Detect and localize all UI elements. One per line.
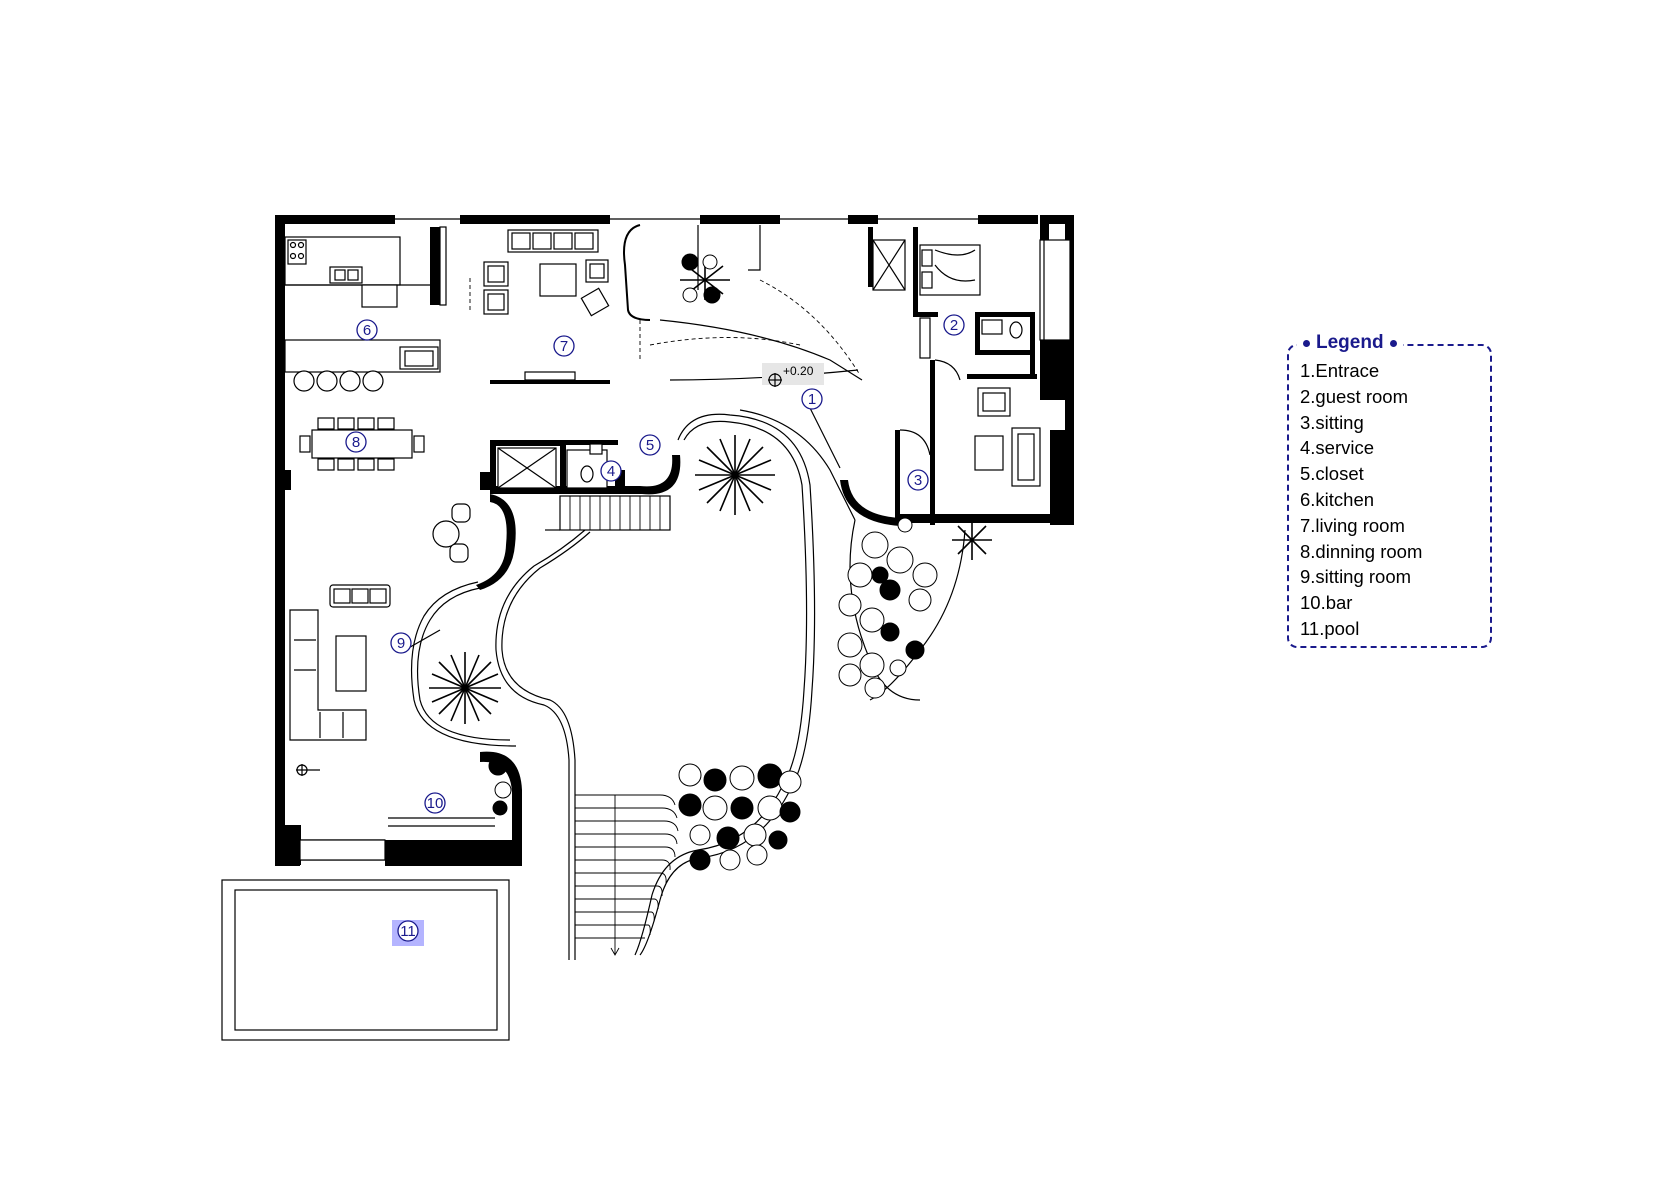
service-wc bbox=[566, 443, 608, 489]
palm-tree-icon bbox=[952, 520, 992, 560]
room-tags: 1 2 3 4 5 6 7 8 9 10 11 bbox=[345, 314, 965, 942]
room-tag-label: 8 bbox=[352, 434, 360, 451]
room-tag: 5 bbox=[639, 434, 661, 456]
room-tag: 1 bbox=[801, 388, 823, 410]
legend-title: Legend bbox=[1316, 332, 1384, 353]
room-tag: 11 bbox=[397, 920, 419, 942]
room-tag-label: 5 bbox=[646, 437, 654, 454]
room-tag: 2 bbox=[943, 314, 965, 336]
level-marker: +0.20 bbox=[762, 363, 824, 387]
legend-item: 7.living room bbox=[1300, 514, 1405, 536]
room-tag: 4 bbox=[600, 460, 622, 482]
room-tag-label: 9 bbox=[397, 635, 405, 652]
room-tag: 3 bbox=[907, 469, 929, 491]
room-tag-label: 2 bbox=[950, 317, 958, 334]
room-tag: 7 bbox=[553, 335, 575, 357]
sitting-room-furniture bbox=[289, 503, 471, 741]
garden-path-curves bbox=[410, 409, 966, 960]
legend-item: 9.sitting room bbox=[1300, 566, 1412, 588]
legend: Legend 1.Entrace 2.guest room 3.sitting … bbox=[1287, 332, 1494, 650]
curved-staircase bbox=[623, 224, 863, 381]
legend-item: 10.bar bbox=[1300, 592, 1353, 614]
room-tag-label: 4 bbox=[607, 463, 615, 480]
room-tag: 10 bbox=[424, 792, 446, 814]
guest-room-furniture bbox=[919, 239, 1071, 359]
pool bbox=[221, 879, 510, 1041]
living-room-furniture bbox=[469, 229, 610, 317]
palm-tree-icon bbox=[429, 652, 501, 724]
room-tag: 9 bbox=[390, 632, 412, 654]
room-tag: 8 bbox=[345, 431, 367, 453]
bullet-dot-icon bbox=[1389, 339, 1397, 347]
room-tag-label: 6 bbox=[363, 322, 371, 339]
room-tag: 6 bbox=[356, 319, 378, 341]
legend-item: 1.Entrace bbox=[1300, 360, 1380, 381]
room-tag-label: 11 bbox=[400, 923, 416, 940]
room-tag-label: 7 bbox=[560, 338, 568, 355]
kitchen-fixtures bbox=[284, 236, 441, 392]
room-tag-label: 10 bbox=[427, 795, 444, 812]
exterior-walls bbox=[275, 215, 1074, 866]
legend-header: Legend bbox=[1297, 332, 1403, 354]
legend-list: 1.Entrace 2.guest room 3.sitting 4.servi… bbox=[1300, 358, 1422, 642]
room-tag-label: 1 bbox=[808, 391, 816, 408]
bullet-dot-icon bbox=[1303, 339, 1310, 347]
service-stairs bbox=[545, 495, 671, 531]
legend-item: 3.sitting bbox=[1300, 411, 1364, 433]
legend-item: 4.service bbox=[1300, 437, 1375, 459]
bar-counter bbox=[296, 764, 495, 861]
legend-item: 11.pool bbox=[1300, 617, 1360, 639]
legend-item: 2.guest room bbox=[1300, 385, 1408, 407]
sitting-3-furniture bbox=[899, 359, 1041, 487]
legend-item: 5.closet bbox=[1300, 463, 1364, 485]
shrub-cluster-icon bbox=[488, 253, 938, 871]
legend-item: 6.kitchen bbox=[1300, 488, 1375, 510]
elevator-shafts bbox=[497, 239, 906, 489]
palm-tree-icon bbox=[695, 435, 775, 515]
garden-plants bbox=[429, 253, 992, 871]
outdoor-steps bbox=[575, 794, 679, 956]
room-tag-label: 3 bbox=[914, 472, 922, 489]
legend-item: 8.dinning room bbox=[1300, 540, 1423, 562]
level-marker-text: +0.20 bbox=[783, 364, 814, 378]
